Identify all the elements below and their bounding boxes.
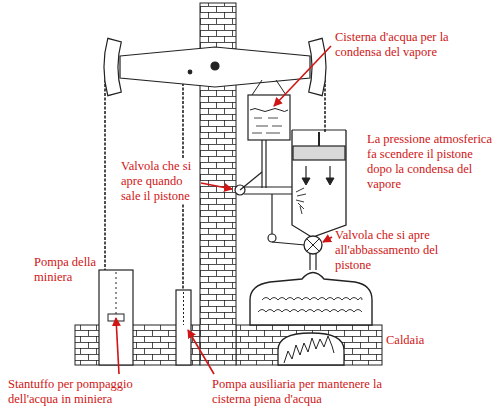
callout-label: Pompa ausiliaria per mantenere la cister… <box>212 377 422 407</box>
auxiliary-pump <box>176 290 191 365</box>
callout-text: La pressione atmosferica fa scendere il … <box>367 132 495 192</box>
callout-text: Stantuffo per pompaggio dell'acqua in mi… <box>8 377 178 407</box>
mine-pump <box>99 270 133 365</box>
callout-text: Pompa ausiliaria per mantenere la cister… <box>212 377 422 407</box>
callout-label: Caldaia <box>386 333 476 348</box>
callout-label: Cisterna d'acqua per la condensa del vap… <box>335 30 495 60</box>
callout-text: Valvola che si apre quando sale il pisto… <box>121 159 199 204</box>
injection-pipe <box>235 172 305 245</box>
callout-label: Pompa della miniera <box>34 255 102 285</box>
callout-label: Stantuffo per pompaggio dell'acqua in mi… <box>8 377 178 407</box>
callout-text: Pompa della miniera <box>34 255 102 285</box>
leader-arrows <box>116 46 332 374</box>
callout-text: Caldaia <box>386 333 476 348</box>
callout-label: Valvola che si apre quando sale il pisto… <box>121 159 199 204</box>
callout-text: Valvola che si apre all'abbassamento del… <box>335 228 475 273</box>
callout-label: La pressione atmosferica fa scendere il … <box>367 132 495 192</box>
callout-label: Valvola che si apre all'abbassamento del… <box>335 228 475 273</box>
callout-text: Cisterna d'acqua per la condensa del vap… <box>335 30 495 60</box>
